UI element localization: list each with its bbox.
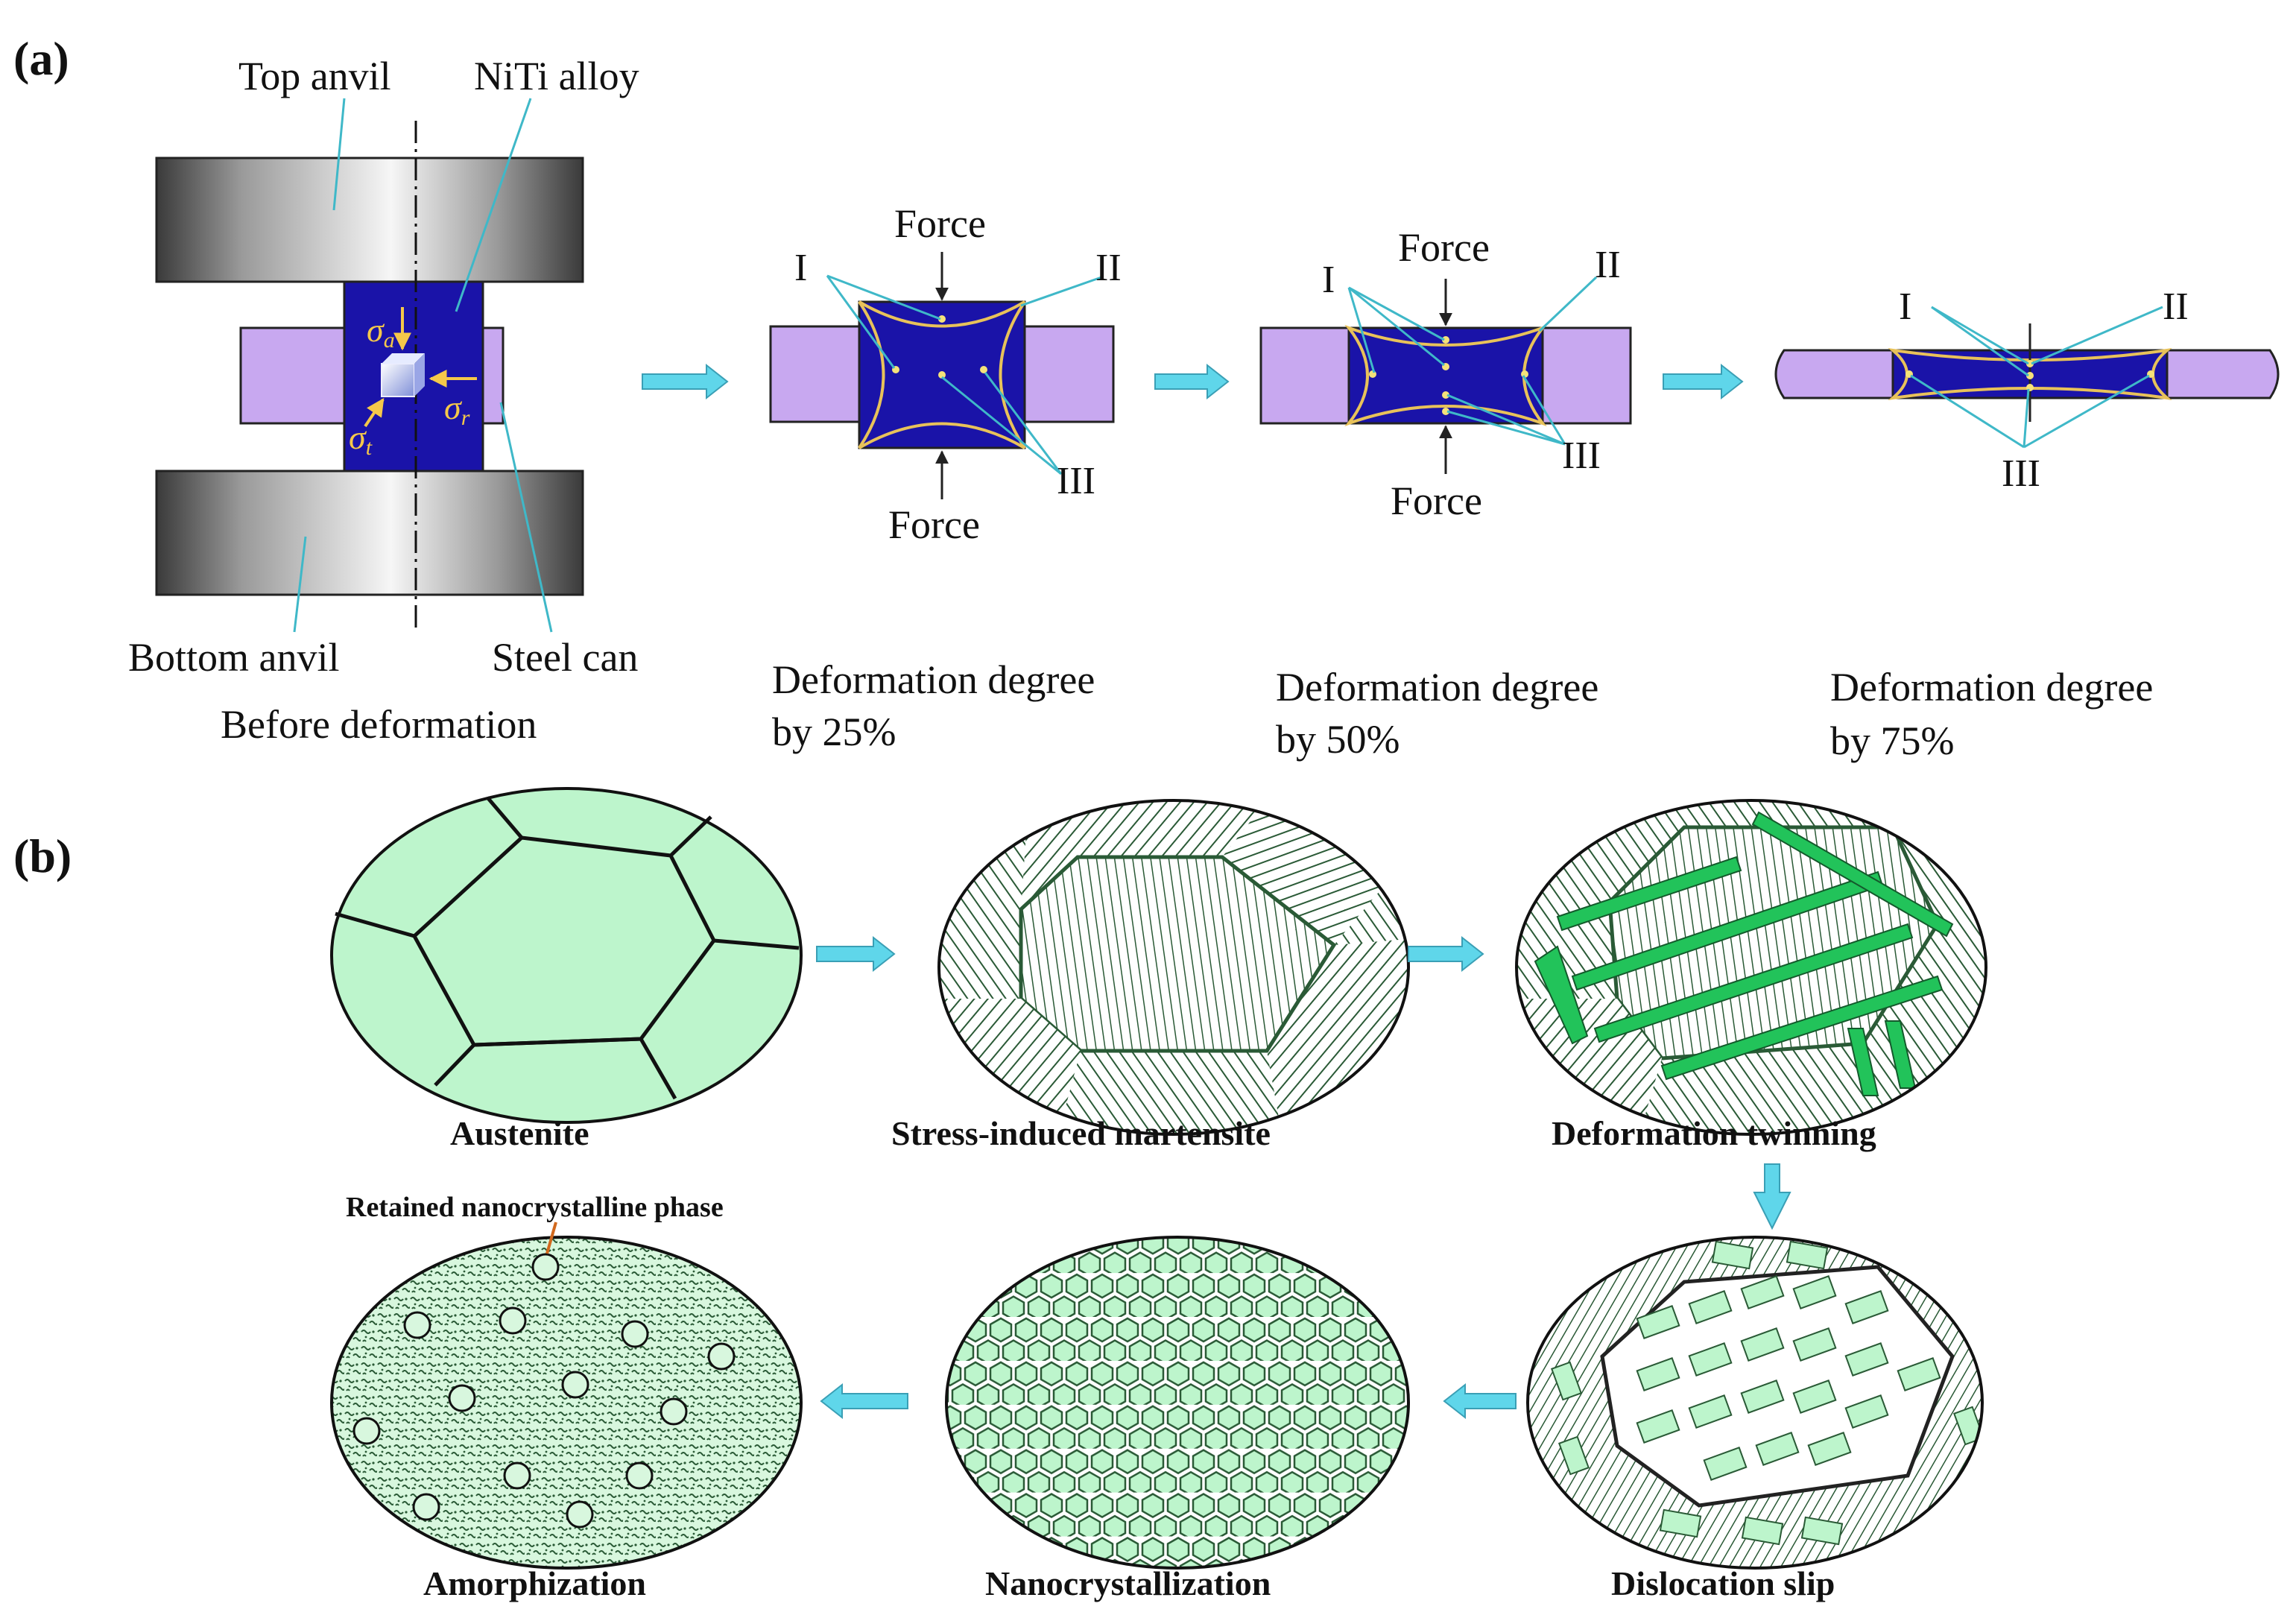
region-3-label-50: III [1562,434,1601,477]
region-3-label-75: III [2002,452,2040,495]
stage-75-line1: Deformation degree [1830,665,2153,710]
twinning-grain [1515,799,1987,1136]
region-3-label-25: III [1057,460,1095,502]
stage-25 [769,252,1115,499]
stage-75 [1774,306,2280,449]
stage-25-line2: by 25% [772,710,896,754]
region-2-label-25: II [1095,247,1122,289]
retained-phase-label: Retained nanocrystalline phase [346,1192,724,1223]
svg-text:σt: σt [349,418,373,460]
niti-alloy-label: NiTi alloy [474,54,639,98]
stage-50 [1259,276,1632,474]
stage-50-line1: Deformation degree [1276,665,1598,710]
martensite-label: Stress-induced martensite [891,1114,1271,1152]
panel-a-label: (a) [13,32,69,85]
bottom-anvil-label: Bottom anvil [128,635,340,680]
austenite-label: Austenite [450,1114,589,1152]
region-1-label-25: I [794,247,807,289]
top-anvil-label: Top anvil [238,54,391,98]
martensite-grain [937,799,1410,1136]
stage-25-line1: Deformation degree [772,657,1095,702]
before-deformation-setup: σa σt σr [155,98,584,633]
stage-arrow-b-2 [1408,935,1484,973]
stage-arrow-a-3 [1663,363,1744,400]
dislocation-slip-label: Dislocation slip [1611,1564,1835,1602]
stage-arrow-a-2 [1154,363,1230,400]
stage-75-line2: by 75% [1830,718,1954,763]
region-1-label-75: I [1899,285,1911,328]
bottom-anvil [155,470,584,596]
top-anvil [155,157,584,283]
svg-text:σa: σa [367,311,395,353]
amorphization-label: Amorphization [423,1564,646,1602]
force-label-bottom-25: Force [888,502,980,547]
steel-can-label: Steel can [492,635,638,680]
region-1-label-50: I [1322,259,1335,301]
stage-arrow-b-1 [816,935,896,973]
stress-cube [381,363,415,397]
force-label-bottom-50: Force [1391,478,1482,523]
stage-arrow-b-3 [1753,1163,1791,1230]
region-2-label-75: II [2163,285,2189,328]
stage-arrow-b-4 [1443,1382,1517,1420]
twinning-label: Deformation twinning [1552,1114,1876,1152]
stage-50-line2: by 50% [1276,717,1400,762]
retained-nanocrystals [352,1253,736,1529]
nanocrystallization-grain [945,1236,1410,1570]
stage-arrow-a-1 [642,363,729,400]
dislocation-slip-grain [1526,1236,1984,1570]
force-label-top-50: Force [1398,225,1490,270]
region-2-label-50: II [1595,244,1621,286]
svg-text:σr: σr [444,388,470,430]
before-deformation-label: Before deformation [221,702,537,747]
force-label-top-25: Force [894,201,986,246]
austenite-grain [330,787,803,1124]
amorphization-grain [330,1222,803,1570]
panel-b-label: (b) [13,829,72,882]
nanocrystallization-label: Nanocrystallization [985,1564,1271,1602]
stage-arrow-b-5 [820,1382,908,1420]
